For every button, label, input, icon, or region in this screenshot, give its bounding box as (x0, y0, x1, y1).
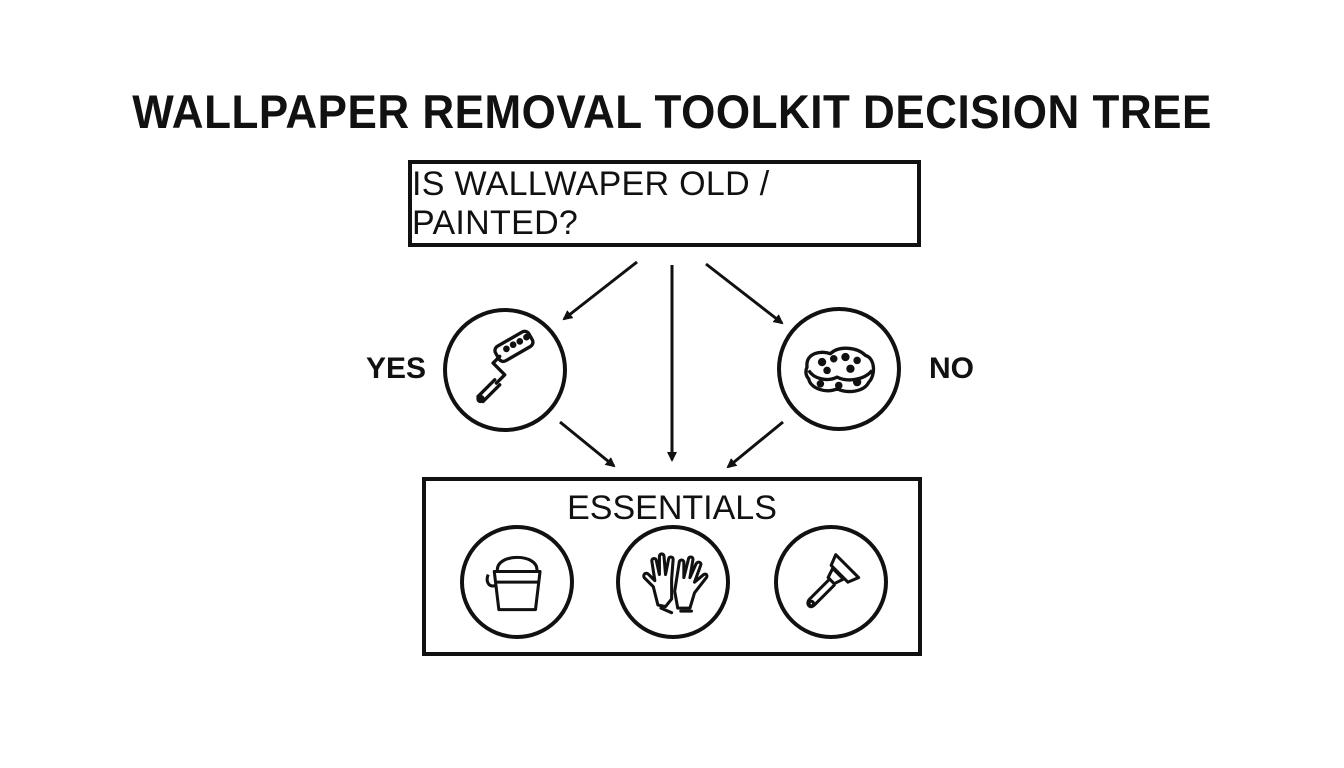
no-node (777, 307, 901, 431)
bucket-icon (485, 555, 542, 611)
scraper-icon (806, 553, 860, 608)
yes-node (443, 308, 567, 432)
essentials-title: ESSENTIALS (567, 489, 777, 527)
paint-roller-icon (476, 329, 535, 404)
gloves-icon (642, 552, 709, 615)
no-label: NO (929, 352, 974, 385)
essentials-node: ESSENTIALS (422, 477, 922, 656)
essential-bucket (460, 525, 574, 639)
arrow-question-to-yes (562, 260, 638, 321)
sponge-icon (804, 346, 876, 394)
yes-label: YES (366, 352, 427, 385)
diagram-title: WALLPAPER REMOVAL TOOLKIT DECISION TREE (132, 86, 1212, 139)
arrow-no-to-essentials (726, 420, 784, 469)
question-text: IS WALLWAPER OLD / PAINTED? (412, 164, 770, 242)
essential-scraper (774, 525, 888, 639)
question-node: IS WALLWAPER OLD / PAINTED? (408, 160, 921, 247)
arrow-question-to-no (705, 262, 784, 325)
arrow-yes-to-essentials (559, 420, 616, 468)
essential-gloves (616, 525, 730, 639)
